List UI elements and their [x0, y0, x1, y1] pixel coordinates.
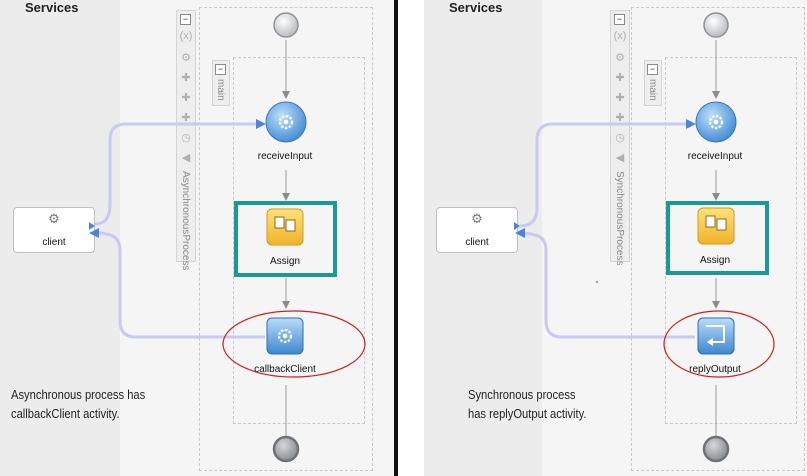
fault-handler-icon[interactable]: ✚: [181, 92, 191, 104]
scope-label: AsynchronousProcess: [180, 171, 191, 271]
reply-output-node[interactable]: [697, 317, 735, 355]
timer-icon[interactable]: ◷: [181, 132, 191, 144]
client-connector: [89, 222, 95, 230]
sequence-box: [233, 57, 365, 424]
scope-box: [199, 7, 373, 471]
receive-gear-icon: [278, 114, 294, 130]
scope-box: [631, 7, 805, 471]
process-lane: [542, 0, 807, 476]
receive-link: [94, 122, 258, 226]
scope-toolbar: − (x) ⚙ ✚ ✚ ✚ ◷ ◀ AsynchronousProcess: [176, 10, 196, 271]
right-annotation: Synchronous process has replyOutput acti…: [468, 385, 586, 423]
callback-highlight-ellipse: [222, 310, 366, 378]
receive-link: [519, 122, 688, 228]
collapse-scope-button[interactable]: −: [180, 14, 191, 25]
variables-icon[interactable]: (x): [179, 30, 193, 42]
assign-node[interactable]: [266, 208, 304, 246]
collapse-sequence-button[interactable]: −: [215, 64, 226, 75]
assign-icon: [705, 215, 727, 231]
stray-dot: [596, 281, 598, 283]
sequence-toolbar: − main: [644, 60, 662, 106]
end-node: [702, 435, 730, 463]
left-panel: Services − (x) ⚙ ✚ ✚ ✚ ◷ ◀ AsynchronousP…: [0, 0, 394, 476]
event-handler-icon[interactable]: ✚: [615, 112, 625, 124]
correlation-icon[interactable]: ✚: [181, 72, 191, 84]
correlation-icon[interactable]: ✚: [615, 72, 625, 84]
services-title: Services: [449, 0, 503, 15]
client-service-icon: ⚙: [471, 211, 483, 226]
timer-icon[interactable]: ◷: [615, 132, 625, 144]
panel-divider: [394, 0, 398, 476]
assign-icon: [274, 216, 296, 232]
callback-client-label: callbackClient: [254, 364, 316, 375]
client-label: client: [42, 237, 66, 248]
sequence-label: main: [215, 79, 226, 101]
start-node: [703, 12, 729, 38]
callback-link-head: [89, 228, 99, 238]
scope-label: SynchronousProcess: [614, 171, 625, 266]
left-flow: [89, 12, 366, 463]
left-note-line2: callbackClient activity.: [11, 406, 120, 421]
receive-gear-icon: [708, 114, 724, 130]
sequence-box: [665, 57, 797, 424]
gear-icon[interactable]: ⚙: [615, 52, 625, 64]
callback-gear-icon: [277, 328, 293, 344]
right-flow: [514, 12, 775, 463]
reply-link: [522, 231, 695, 339]
compensation-icon[interactable]: ◀: [615, 152, 625, 164]
start-node: [273, 12, 299, 38]
reply-highlight-ellipse: [663, 310, 775, 378]
client-service-box[interactable]: ⚙ client: [13, 207, 95, 253]
receive-link-head: [256, 119, 266, 129]
right-panel: Services − (x) ⚙ ✚ ✚ ✚ ◷ ◀ SynchronousPr…: [398, 0, 807, 476]
reply-link-head: [515, 228, 525, 238]
process-lane: [120, 0, 394, 476]
sequence-toolbar: − main: [212, 60, 230, 106]
assign-node[interactable]: [697, 207, 735, 245]
reply-icon: [706, 325, 725, 346]
left-note-line1: Asynchronous process has: [11, 387, 146, 402]
client-connector: [514, 222, 520, 230]
variables-icon[interactable]: (x): [613, 30, 627, 42]
collapse-sequence-button[interactable]: −: [647, 64, 658, 75]
client-service-icon: ⚙: [48, 211, 60, 226]
client-label: client: [465, 237, 489, 248]
client-service-box[interactable]: ⚙ client: [436, 207, 518, 253]
scope-toolbar: − (x) ⚙ ✚ ✚ ✚ ◷ ◀ SynchronousProcess: [610, 10, 630, 266]
right-note-line1: Synchronous process: [468, 387, 576, 402]
event-handler-icon[interactable]: ✚: [181, 112, 191, 124]
receive-input-label: receiveInput: [687, 151, 743, 162]
assign-label: Assign: [699, 255, 730, 266]
services-title: Services: [25, 0, 79, 15]
compensation-icon[interactable]: ◀: [181, 152, 191, 164]
assign-highlight-box: [234, 201, 337, 277]
reply-output-label: replyOutput: [689, 364, 741, 375]
assign-highlight-box: [666, 201, 769, 275]
sequence-label: main: [647, 79, 658, 101]
receive-input-label: receiveInput: [257, 151, 313, 162]
left-annotation: Asynchronous process has callbackClient …: [11, 385, 145, 423]
end-node: [272, 435, 300, 463]
callback-link: [96, 230, 265, 339]
collapse-scope-button[interactable]: −: [614, 14, 625, 25]
assign-label: Assign: [269, 256, 300, 267]
right-note-line2: has replyOutput activity.: [468, 406, 587, 421]
receive-link-head: [686, 119, 696, 129]
fault-handler-icon[interactable]: ✚: [615, 92, 625, 104]
gear-icon[interactable]: ⚙: [181, 52, 191, 64]
